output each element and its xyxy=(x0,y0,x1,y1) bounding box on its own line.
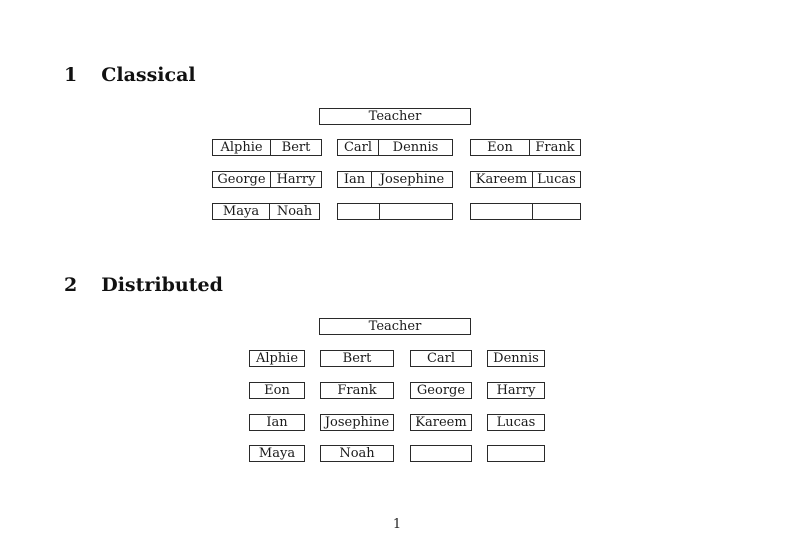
seat-cell: Maya xyxy=(222,204,260,219)
seat-cell-empty xyxy=(471,204,532,219)
page-number: 1 xyxy=(392,517,402,532)
seat-box: Lucas xyxy=(487,414,545,431)
section-heading-classical: 1 Classical xyxy=(64,64,196,87)
seat-box: Kareem xyxy=(410,414,472,431)
desk-table: George Harry xyxy=(212,171,322,188)
seat-cell: Dennis xyxy=(378,140,452,155)
seat-box: Noah xyxy=(320,445,394,462)
section-title: Classical xyxy=(101,64,196,86)
desk-table: Carl Dennis xyxy=(337,139,453,156)
seat-cell-empty xyxy=(379,204,452,219)
seat-box: Alphie xyxy=(249,350,305,367)
desk-table: Maya Noah xyxy=(212,203,320,220)
seat-cell: Kareem xyxy=(475,172,528,187)
seat-box: George xyxy=(410,382,472,399)
section-number: 1 xyxy=(64,64,78,86)
seat-cell: George xyxy=(217,172,266,187)
seat-box: Ian xyxy=(249,414,305,431)
desk-table xyxy=(470,203,581,220)
seat-cell: Bert xyxy=(270,140,321,155)
seat-box-empty xyxy=(410,445,472,462)
section-number: 2 xyxy=(64,274,78,296)
teacher-box: Teacher xyxy=(319,108,471,125)
teacher-box: Teacher xyxy=(319,318,471,335)
seat-box: Maya xyxy=(249,445,305,462)
seat-box: Carl xyxy=(410,350,472,367)
seat-cell: Carl xyxy=(343,140,373,155)
seat-box-empty xyxy=(487,445,545,462)
desk-table: Kareem Lucas xyxy=(470,171,581,188)
desk-table: Alphie Bert xyxy=(212,139,322,156)
desk-table: Ian Josephine xyxy=(337,171,453,188)
seat-cell: Ian xyxy=(343,172,366,187)
seat-box: Harry xyxy=(487,382,545,399)
seat-cell: Lucas xyxy=(532,172,580,187)
desk-table: Eon Frank xyxy=(470,139,581,156)
seat-box: Frank xyxy=(320,382,394,399)
seat-cell: Josephine xyxy=(371,172,452,187)
seat-cell: Frank xyxy=(529,140,580,155)
seat-box: Josephine xyxy=(320,414,394,431)
seat-cell: Harry xyxy=(270,172,321,187)
seat-cell: Noah xyxy=(269,204,319,219)
seat-cell: Alphie xyxy=(220,140,263,155)
desk-table xyxy=(337,203,453,220)
seat-cell-empty xyxy=(532,204,580,219)
seat-box: Eon xyxy=(249,382,305,399)
section-title: Distributed xyxy=(101,274,223,296)
seat-box: Bert xyxy=(320,350,394,367)
section-heading-distributed: 2 Distributed xyxy=(64,274,223,297)
seat-cell: Eon xyxy=(487,140,513,155)
seat-box: Dennis xyxy=(487,350,545,367)
seat-cell-empty xyxy=(338,204,379,219)
